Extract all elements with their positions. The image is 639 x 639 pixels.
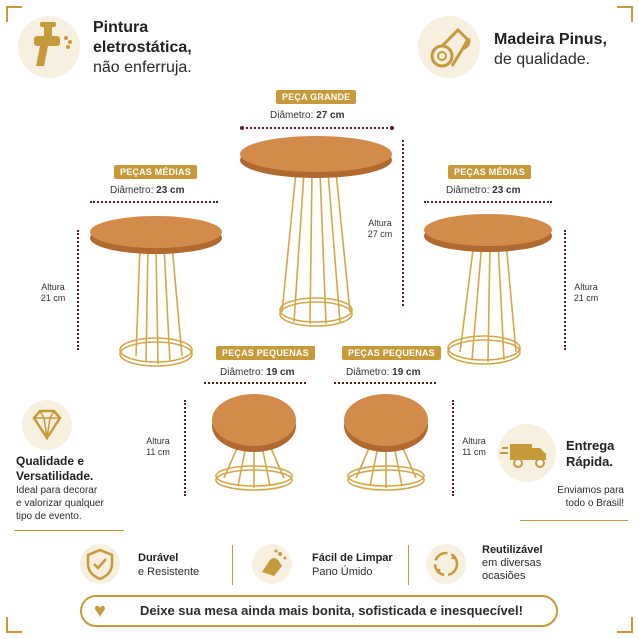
small-right-table <box>344 394 428 491</box>
delivery-desc2: todo o Brasil! <box>565 498 624 509</box>
medium-right-badge: PEÇAS MÉDIAS <box>448 165 531 179</box>
truck-icon <box>498 424 556 482</box>
large-badge: PEÇA GRANDE <box>276 90 357 104</box>
small-left-diameter-line <box>204 382 306 384</box>
medium-right-diam-value: 23 cm <box>492 185 521 196</box>
diamond-icon <box>22 400 72 450</box>
small-right-badge: PEÇAS PEQUENAS <box>342 346 441 360</box>
quality-desc1: Ideal para decorar <box>16 485 98 496</box>
medium-left-height-line <box>77 230 79 350</box>
recycle-icon <box>426 544 466 584</box>
feature-durable-desc: e Resistente <box>138 566 200 578</box>
small-right-diameter: Diâmetro: 19 cm <box>346 367 421 378</box>
quality-desc3: tipo de evento. <box>16 511 82 522</box>
quality-title1: Qualidade e <box>16 454 85 468</box>
dot <box>390 126 394 130</box>
wood-feature-text: Madeira Pinus, de qualidade. <box>494 30 607 70</box>
feature-reusable-title: Reutilizável <box>482 544 543 556</box>
spray-gun-icon <box>18 16 80 78</box>
medium-left-height: Altura 21 cm <box>30 282 76 304</box>
medium-left-diam-value: 23 cm <box>156 185 185 196</box>
medium-left-diameter-line <box>90 201 218 203</box>
small-left-alt-value: 11 cm <box>146 447 170 457</box>
medium-left-alt-value: 21 cm <box>40 293 66 303</box>
large-height-line <box>402 140 404 306</box>
dot <box>240 126 244 130</box>
corner-bottom-left <box>6 617 22 633</box>
medium-right-alt-value: 21 cm <box>573 293 599 303</box>
small-right-alt-value: 11 cm <box>462 447 486 457</box>
large-height: Altura 27 cm <box>360 218 400 240</box>
small-right-diameter-line <box>334 382 436 384</box>
quality-desc2: e valorizar qualquer <box>16 498 104 509</box>
large-diameter-line <box>242 127 392 129</box>
medium-right-alt-label: Altura <box>574 282 598 292</box>
small-left-height: Altura 11 cm <box>138 436 178 458</box>
medium-right-diam-label: Diâmetro: <box>446 185 490 196</box>
cleaning-hand-icon <box>252 544 292 584</box>
large-alt-label: Altura <box>368 218 392 228</box>
feature-durable-title: Durável <box>138 552 179 564</box>
medium-left-alt-label: Altura <box>41 282 65 292</box>
large-diam-value: 27 cm <box>316 110 345 121</box>
corner-top-left <box>6 6 22 22</box>
large-table <box>240 136 392 327</box>
medium-right-diameter: Diâmetro: 23 cm <box>446 185 521 196</box>
quality-title2: Versatilidade. <box>16 469 94 483</box>
small-left-diam-value: 19 cm <box>266 367 295 378</box>
bottom-banner: ♥ Deixe sua mesa ainda mais bonita, sofi… <box>80 595 558 627</box>
wood-line2: de qualidade. <box>494 51 591 68</box>
paint-line3: não enferruja. <box>93 59 192 76</box>
small-right-height-line <box>452 400 454 496</box>
feature-separator <box>408 545 409 585</box>
wood-log-icon <box>418 16 480 78</box>
small-right-height: Altura 11 cm <box>454 436 494 458</box>
feature-reusable: Reutilizável em diversas ocasiões <box>482 544 562 583</box>
delivery-title2: Rápida. <box>566 454 613 469</box>
paint-line1: Pintura <box>93 19 149 36</box>
paint-line2: eletrostática, <box>93 39 192 56</box>
bottom-slogan: Deixe sua mesa ainda mais bonita, sofist… <box>140 603 523 618</box>
feature-durable: Durável e Resistente <box>138 551 199 579</box>
feature-reusable-desc: em diversas ocasiões <box>482 557 542 582</box>
small-left-alt-label: Altura <box>146 436 170 446</box>
paint-feature-text: Pintura eletrostática, não enferruja. <box>93 18 192 78</box>
feature-clean-title: Fácil de Limpar <box>312 552 393 564</box>
medium-right-diameter-line <box>424 201 552 203</box>
small-left-table <box>212 394 296 491</box>
delivery-divider <box>520 520 628 521</box>
large-alt-value: 27 cm <box>367 229 393 239</box>
wood-line1: Madeira Pinus, <box>494 31 607 48</box>
shield-icon <box>80 544 120 584</box>
medium-right-height-line <box>564 230 566 350</box>
small-left-diam-label: Diâmetro: <box>220 367 264 378</box>
small-right-diam-label: Diâmetro: <box>346 367 390 378</box>
small-left-height-line <box>184 400 186 496</box>
feature-separator <box>232 545 233 585</box>
delivery-title: Entrega Rápida. <box>566 438 614 470</box>
quality-divider <box>14 530 124 531</box>
delivery-desc1: Enviamos para <box>557 485 624 496</box>
small-left-badge: PEÇAS PEQUENAS <box>216 346 315 360</box>
quality-text: Qualidade e Versatilidade. Ideal para de… <box>16 454 146 523</box>
delivery-title1: Entrega <box>566 438 615 453</box>
delivery-desc: Enviamos para todo o Brasil! <box>548 484 624 510</box>
large-diam-label: Diâmetro: <box>270 110 314 121</box>
feature-clean: Fácil de Limpar Pano Úmido <box>312 551 393 579</box>
small-right-alt-label: Altura <box>462 436 486 446</box>
small-right-diam-value: 19 cm <box>392 367 421 378</box>
medium-left-diameter: Diâmetro: 23 cm <box>110 185 185 196</box>
large-diameter: Diâmetro: 27 cm <box>270 110 345 121</box>
heart-icon: ♥ <box>94 600 106 622</box>
corner-top-right <box>617 6 633 22</box>
medium-left-table <box>90 216 222 367</box>
medium-right-table <box>424 214 552 365</box>
corner-bottom-right <box>617 617 633 633</box>
medium-left-badge: PEÇAS MÉDIAS <box>114 165 197 179</box>
feature-clean-desc: Pano Úmido <box>312 566 373 578</box>
medium-right-height: Altura 21 cm <box>566 282 606 304</box>
medium-left-diam-label: Diâmetro: <box>110 185 154 196</box>
small-left-diameter: Diâmetro: 19 cm <box>220 367 295 378</box>
